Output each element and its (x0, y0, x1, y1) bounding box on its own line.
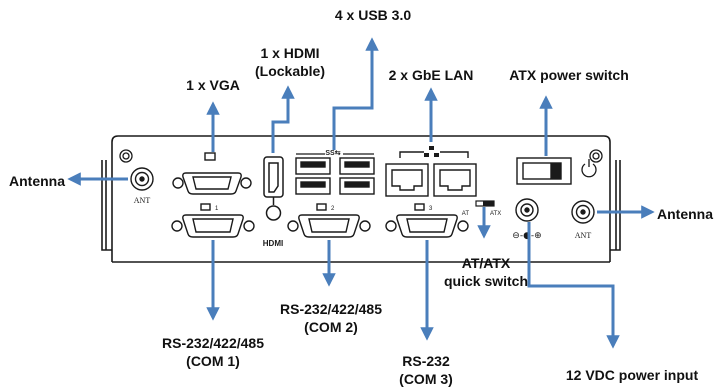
label-atx-switch: ATX power switch (509, 67, 629, 83)
usb-ports-group (295, 157, 375, 195)
dc-power-jack (515, 198, 539, 222)
label-usb: 4 x USB 3.0 (334, 7, 412, 23)
label-at-atx-line2: quick switch (443, 273, 529, 289)
antenna-left-connector (130, 167, 154, 191)
label-com3-line1: RS-232 (402, 353, 450, 369)
usb-port-2 (339, 157, 375, 175)
label-com1-line1: RS-232/422/485 (162, 335, 264, 351)
power-symbol-icon (581, 159, 597, 178)
ant-left-mark: ANT (134, 196, 151, 205)
arrow-hdmi (271, 85, 295, 153)
label-com2-line1: RS-232/422/485 (280, 301, 382, 317)
vga-port (172, 152, 252, 195)
usb-port-1 (295, 157, 331, 175)
dc-polarity-mark: ⊖-●-⊕ (512, 231, 541, 241)
label-com1-line2: (COM 1) (186, 353, 240, 369)
com-ports-group: 1 2 3 (171, 203, 469, 238)
com-index-3: 3 (429, 206, 433, 212)
label-com1: RS-232/422/485 (COM 1) (148, 334, 278, 370)
corner-screw-icons (119, 149, 603, 163)
label-hdmi-line2: (Lockable) (254, 63, 325, 79)
antenna-right-connector (571, 200, 595, 224)
label-at-atx-line1: AT/ATX (461, 255, 511, 271)
atx-mark: ATX (490, 211, 501, 217)
at-mark: AT (462, 211, 470, 217)
hdmi-mark: HDMI (263, 239, 283, 248)
com-index-1: 1 (215, 206, 219, 212)
label-com3-line2: (COM 3) (399, 371, 453, 387)
usb-ss-mark: SS⇆ (325, 149, 340, 157)
arrow-power-input (527, 222, 620, 349)
label-com2: RS-232/422/485 (COM 2) (266, 300, 396, 336)
network-icon (424, 146, 439, 157)
label-power-input: 12 VDC power input (565, 367, 699, 383)
ant-right-mark: ANT (575, 231, 592, 240)
label-vga: 1 x VGA (186, 77, 240, 93)
label-com3: RS-232 (COM 3) (388, 352, 464, 388)
usb-port-3 (295, 177, 331, 195)
callout-arrows (67, 37, 655, 349)
chassis-panel (101, 135, 621, 263)
com-port-2 (287, 203, 371, 238)
usb-port-4 (339, 177, 375, 195)
label-at-atx: AT/ATX quick switch (438, 254, 534, 290)
label-hdmi: 1 x HDMI (Lockable) (244, 44, 336, 80)
label-hdmi-line1: 1 x HDMI (260, 45, 320, 61)
com-port-1 (171, 203, 255, 238)
at-atx-switch (475, 200, 495, 207)
hdmi-port (263, 156, 284, 221)
label-antenna-left: Antenna (9, 173, 65, 189)
atx-power-switch (516, 157, 572, 185)
label-com2-line2: (COM 2) (304, 319, 358, 335)
arrow-usb (332, 37, 379, 150)
label-lan: 2 x GbE LAN (388, 67, 474, 83)
lan-ports (385, 151, 477, 197)
com-port-3 (385, 203, 469, 238)
label-antenna-right: Antenna (657, 206, 713, 222)
com-index-2: 2 (331, 206, 335, 212)
